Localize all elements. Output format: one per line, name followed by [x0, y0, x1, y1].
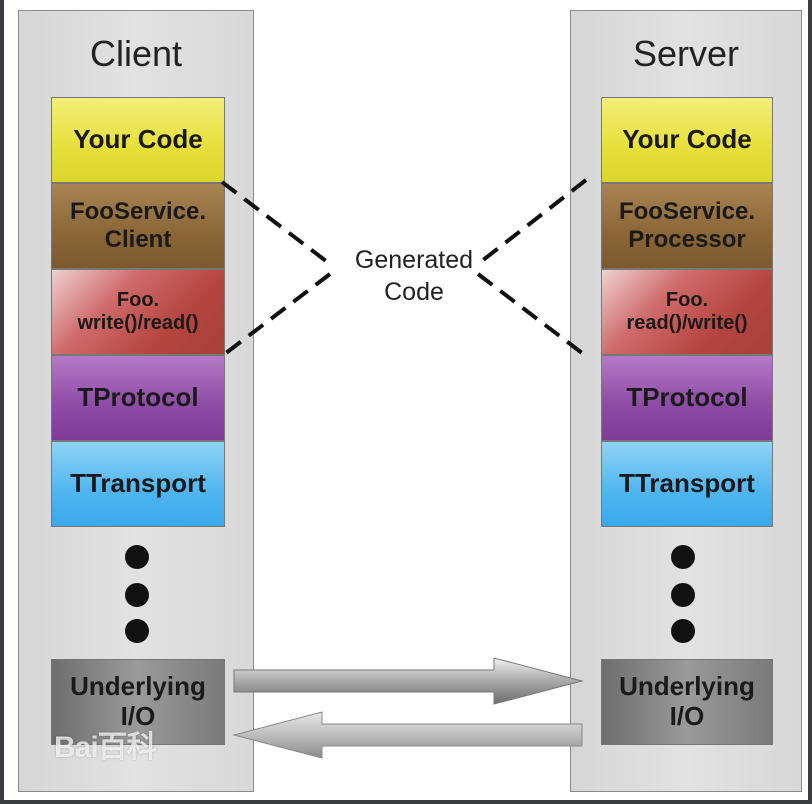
server-protocol-label: TProtocol: [626, 382, 748, 413]
client-transport-label: TTransport: [70, 468, 206, 499]
client-protocol-label: TProtocol: [77, 382, 199, 413]
diagram-canvas: Client Your Code FooService. Client Foo.…: [4, 0, 808, 800]
connector-overlay: [220, 178, 588, 759]
client-io-layer: Underlying I/O: [51, 659, 225, 745]
server-service-layer: FooService. Processor: [601, 183, 773, 269]
server-io-label: Underlying I/O: [619, 671, 755, 731]
server-io-layer: Underlying I/O: [601, 659, 773, 745]
client-your-code-label: Your Code: [73, 124, 203, 155]
client-io-label: Underlying I/O: [70, 671, 206, 731]
client-protocol-layer: TProtocol: [51, 355, 225, 441]
server-foo-layer: Foo. read()/write(): [601, 269, 773, 355]
server-transport-label: TTransport: [619, 468, 755, 499]
client-transport-layer: TTransport: [51, 441, 225, 527]
server-ellipsis-dot-3: [671, 619, 695, 643]
client-your-code-layer: Your Code: [51, 97, 225, 183]
server-service-label: FooService. Processor: [618, 198, 756, 253]
client-ellipsis-dot-2: [125, 583, 149, 607]
request-arrow: [233, 657, 584, 705]
server-your-code-label: Your Code: [622, 124, 752, 155]
client-ellipsis-dot-1: [125, 545, 149, 569]
baidu-watermark: Bai百科: [54, 731, 157, 764]
server-foo-label: Foo. read()/write(): [626, 289, 748, 334]
client-title: Client: [89, 33, 183, 74]
client-service-layer: FooService. Client: [51, 183, 225, 269]
client-ellipsis-dot-3: [125, 619, 149, 643]
server-ellipsis-dot-2: [671, 583, 695, 607]
client-generated-code-connector: [220, 180, 332, 358]
server-protocol-layer: TProtocol: [601, 355, 773, 441]
server-ellipsis-dot-1: [671, 545, 695, 569]
server-your-code-layer: Your Code: [601, 97, 773, 183]
client-foo-label: Foo. write()/read(): [77, 289, 199, 334]
client-foo-layer: Foo. write()/read(): [51, 269, 225, 355]
server-transport-layer: TTransport: [601, 441, 773, 527]
client-service-label: FooService. Client: [69, 198, 207, 253]
server-title: Server: [632, 33, 740, 74]
client-column: Client Your Code FooService. Client Foo.…: [18, 10, 254, 792]
response-arrow: [232, 711, 583, 759]
server-column: Server Your Code FooService. Processor F…: [570, 10, 802, 792]
server-generated-code-connector: [476, 178, 588, 358]
generated-code-label: Generated Code: [354, 246, 474, 306]
